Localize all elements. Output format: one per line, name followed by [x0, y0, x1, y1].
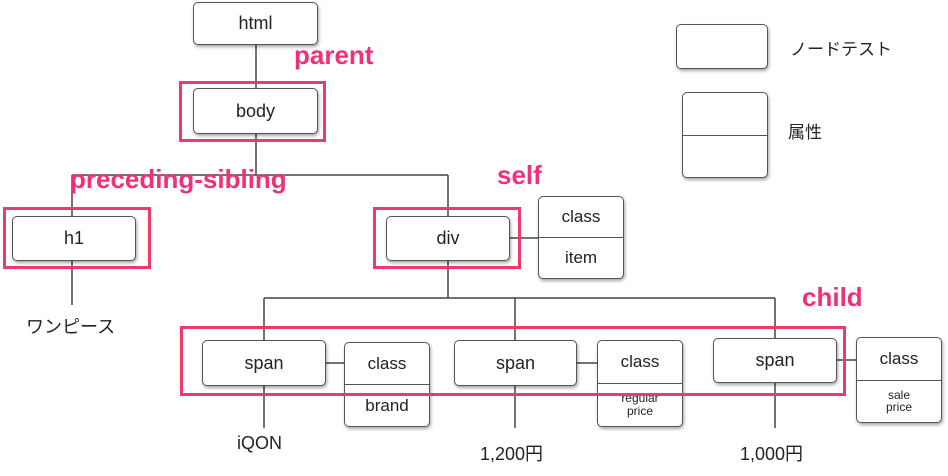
attr-span-regular-price: class regular price: [597, 340, 683, 427]
axis-label-parent: parent: [294, 40, 374, 70]
text-node-h1: ワンピース: [26, 317, 116, 337]
attr-span-regular-price-name: class: [620, 352, 660, 372]
axis-label-self: self: [497, 160, 542, 190]
node-html: html: [193, 2, 318, 45]
legend-attribute-bottom: [683, 134, 767, 178]
text-node-span-sale-price: 1,000円: [740, 444, 804, 464]
text-node-span-regular-price: 1,200円: [480, 444, 544, 464]
attr-span-brand: class brand: [344, 342, 430, 427]
legend-attribute-top: [683, 93, 767, 135]
attr-span-sale-price-name: class: [879, 348, 919, 368]
attr-div: class item: [538, 196, 624, 279]
legend-node-test-label: ノードテスト: [790, 40, 892, 59]
text-node-span-brand: iQON: [237, 433, 282, 453]
legend-attribute-label: 属性: [788, 123, 822, 142]
axis-label-child: child: [802, 282, 863, 312]
node-span-sale-price: span: [713, 338, 837, 383]
legend-node-test-box: [676, 24, 768, 69]
attr-span-sale-price-value: sale price: [857, 379, 941, 423]
attr-span-regular-price-value: regular price: [598, 383, 682, 426]
legend-attribute-box: [682, 92, 768, 178]
attr-div-value: item: [539, 237, 623, 278]
attr-span-brand-value: brand: [345, 384, 429, 426]
axis-label-preceding-sibling: preceding-sibling: [70, 164, 287, 194]
attr-span-brand-name: class: [367, 353, 407, 373]
node-span-brand: span: [202, 340, 326, 386]
node-span-regular-price: span: [454, 340, 577, 386]
attr-span-sale-price: class sale price: [856, 337, 942, 423]
attr-div-name: class: [561, 207, 601, 227]
node-h1: h1: [12, 216, 136, 261]
node-div: div: [386, 216, 510, 261]
node-body: body: [193, 88, 318, 134]
